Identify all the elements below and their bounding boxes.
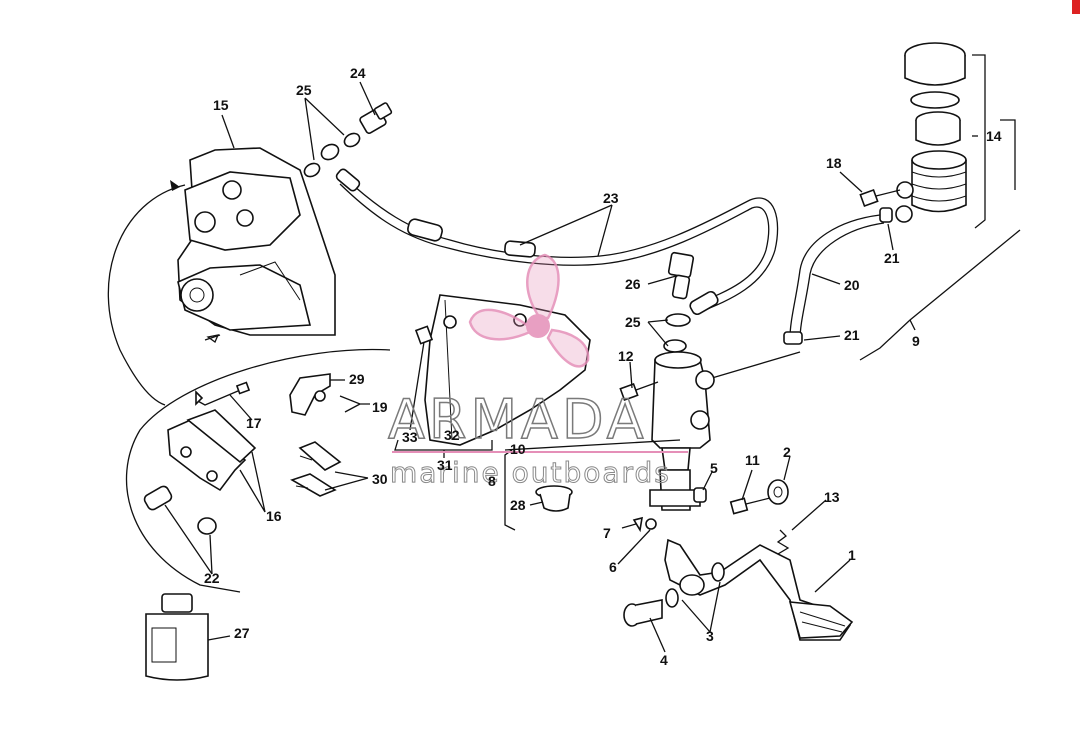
watermark-tagline: marine outboards [390,456,671,489]
callout-16: 16 [266,508,282,524]
callout-30: 30 [372,471,388,487]
callout-12: 12 [618,348,634,364]
callout-5: 5 [710,460,718,476]
watermark-logo [468,253,590,368]
bolt-18 [859,188,901,208]
callout-1: 1 [848,547,856,563]
fluid-reservoir [895,42,967,223]
callout-15: 15 [213,97,229,113]
callout-17: 17 [246,415,262,431]
banjo-bolt [303,102,393,178]
callout-20: 20 [844,277,860,293]
fitting-26 [663,251,695,353]
brake-caliper [177,147,336,343]
callout-21-top: 21 [884,250,900,266]
fluid-bottle [145,593,209,681]
callout-2: 2 [783,444,791,460]
callout-9: 9 [912,333,920,349]
callout-25-top: 25 [296,82,312,98]
callout-11: 11 [745,452,760,468]
callout-7: 7 [603,525,611,541]
callout-6: 6 [609,559,617,575]
callout-18: 18 [826,155,842,171]
brake-pedal [664,538,854,641]
callout-10: 10 [510,441,526,457]
callout-3: 3 [706,628,714,644]
callout-25-mid: 25 [625,314,641,330]
callout-21-bottom: 21 [844,327,860,343]
callout-13: 13 [824,489,840,505]
callout-19: 19 [372,399,388,415]
master-cylinder [649,351,715,511]
callout-8: 8 [488,473,496,489]
callout-14: 14 [986,128,1002,144]
callout-24: 24 [350,65,366,81]
callout-22: 22 [204,570,220,586]
watermark-brand: ARMADA [388,388,648,451]
callout-33: 33 [402,429,418,445]
brake-hose [335,168,779,316]
callout-28: 28 [510,497,526,513]
leader-lines [164,81,978,653]
corner-marker [1072,0,1080,14]
callout-32: 32 [444,427,460,443]
dust-boot [535,485,573,512]
callout-29: 29 [349,371,365,387]
callout-23: 23 [603,190,619,206]
callout-27: 27 [234,625,250,641]
callout-labels: 15 24 25 23 14 18 21 20 21 9 26 25 12 29… [204,65,1002,668]
callout-4: 4 [660,652,668,668]
brake-pads [167,409,257,492]
callout-31: 31 [437,457,453,473]
callout-26: 26 [625,276,641,292]
